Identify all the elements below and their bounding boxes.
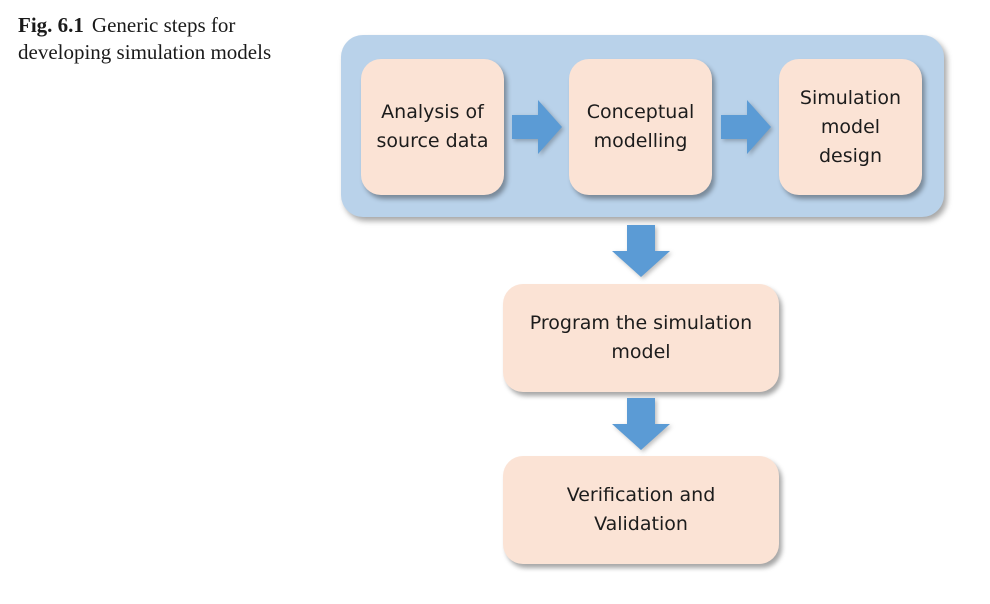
step-text-line: modelling	[593, 130, 688, 152]
step-simulation-model-design: Simulation model design	[779, 59, 922, 195]
step-text-line: Program the simulation	[529, 312, 753, 334]
step-text-line: Verification and	[566, 484, 716, 506]
step-text-line: source data	[376, 130, 489, 152]
step-text-line: design	[818, 144, 883, 167]
step-text-line: Validation	[594, 513, 688, 535]
step-verification-and-validation: Verification and Validation	[503, 456, 779, 564]
down-arrow-icon	[612, 225, 670, 277]
step-conceptual-modelling: Conceptual modelling	[569, 59, 712, 195]
step-text-line: model	[611, 341, 671, 363]
caption-line-1: Generic steps for	[91, 13, 236, 37]
right-arrow-icon	[721, 100, 771, 154]
caption-line-2: developing simulation models	[18, 40, 272, 64]
step-text-line: model	[820, 115, 881, 138]
step-text-line: Analysis of	[381, 101, 484, 123]
figure-caption: Fig. 6.1 Generic steps for developing sim…	[18, 12, 318, 66]
step-text-line: Simulation	[799, 86, 902, 109]
down-arrow-icon	[612, 398, 670, 450]
step-analysis-of-source-data: Analysis of source data	[361, 59, 504, 195]
step-text-line: Conceptual	[586, 101, 695, 123]
step-program-simulation-model: Program the simulation model	[503, 284, 779, 392]
right-arrow-icon	[512, 100, 562, 154]
figure-label: Fig. 6.1	[18, 13, 84, 37]
